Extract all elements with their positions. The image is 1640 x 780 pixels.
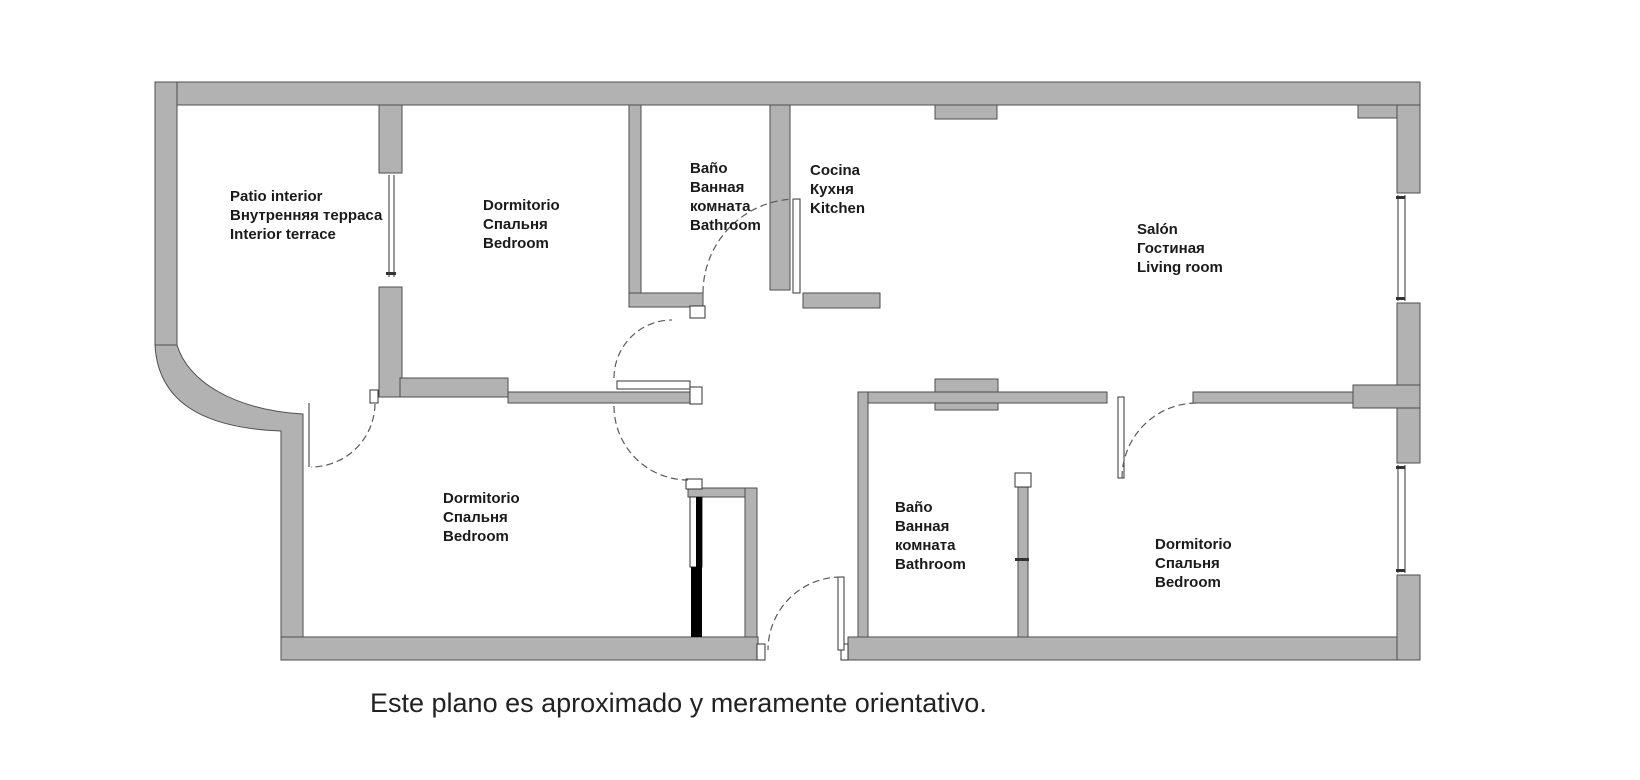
door-swing-arc — [613, 319, 673, 379]
disclaimer-caption: Este plano es aproximado y meramente ori… — [370, 688, 987, 718]
label-line: Bedroom — [483, 235, 549, 252]
wall-patio-divider-upper — [378, 104, 403, 174]
room-label-patio-interior: Patio interior Внутренняя терраса Interi… — [230, 188, 383, 243]
jamb-patio-door — [369, 389, 379, 404]
label-line: Кухня — [810, 181, 854, 198]
wall-bathroom-bottom-left — [857, 391, 869, 638]
wall-curved-corner — [154, 344, 304, 661]
wall-right-step — [1357, 104, 1398, 119]
label-line: Cocina — [810, 162, 861, 179]
jamb-bathroom-top — [689, 305, 706, 319]
closet-right — [744, 487, 758, 638]
label-line: Bedroom — [443, 528, 509, 545]
wall-caps — [369, 305, 1032, 661]
wall-bathroom-top-bottom — [628, 292, 704, 308]
wall-middle-tblock — [1352, 384, 1421, 409]
door-hall-upper — [613, 319, 673, 379]
label-line: Bathroom — [690, 217, 761, 234]
door-swing-arc — [310, 403, 376, 468]
label-line: Ванная — [690, 179, 744, 196]
window-living-room — [1396, 195, 1406, 301]
cap-closet — [685, 478, 703, 490]
wall-right-upper — [1396, 104, 1421, 194]
wall-patio-divider-lower — [378, 286, 403, 398]
door-swing-arc — [1121, 402, 1198, 479]
wall-kitchen-bottom — [802, 292, 881, 309]
label-line: Kitchen — [810, 200, 865, 217]
door-leaf — [837, 576, 845, 651]
door-swing-arc — [613, 405, 689, 481]
door-bathroom-top — [702, 198, 801, 294]
room-label-kitchen: Cocina Кухня Kitchen — [810, 162, 865, 217]
wall-hall-thick — [399, 377, 509, 398]
jamb-entrance-left — [756, 643, 766, 661]
label-line: Bedroom — [1155, 574, 1221, 591]
wall-bathroom-top-left — [628, 104, 642, 294]
label-line: комната — [690, 198, 751, 215]
label-line: Спальня — [443, 509, 508, 526]
wall-right-lower — [1396, 574, 1421, 661]
door-swing-arc — [767, 576, 842, 651]
interior-walls — [378, 104, 1421, 638]
wardrobe-doors — [689, 496, 703, 637]
door-leaf — [1117, 396, 1125, 479]
wall-left — [154, 81, 178, 346]
room-labels: Patio interior Внутренняя терраса Interi… — [230, 160, 1232, 591]
label-line: Baño — [895, 499, 933, 516]
label-line: Interior terrace — [230, 226, 336, 243]
wall-middle-right — [1192, 391, 1354, 404]
label-line: Bathroom — [895, 556, 966, 573]
room-label-bathroom-bottom: Baño Ванная комната Bathroom — [895, 499, 966, 573]
wall-top — [154, 81, 1421, 106]
windows — [386, 175, 1406, 573]
wall-right-middle — [1396, 302, 1421, 464]
wall-bathroom-bottom-partition — [1017, 472, 1029, 638]
wardrobe-door-dark-lower — [691, 567, 702, 637]
label-line: Dormitorio — [483, 197, 560, 214]
label-line: Patio interior — [230, 188, 323, 205]
label-line: Salón — [1137, 221, 1178, 238]
wardrobe-door-dark-upper — [696, 497, 702, 567]
room-label-bedroom-bottom-left: Dormitorio Спальня Bedroom — [443, 490, 520, 545]
label-line: Baño — [690, 160, 728, 177]
room-label-bedroom-bottom-right: Dormitorio Спальня Bedroom — [1155, 536, 1232, 591]
door-entrance — [767, 576, 845, 651]
wall-hall-thin — [507, 391, 703, 404]
cap-partition — [1014, 472, 1032, 488]
label-line: Гостиная — [1137, 240, 1205, 257]
wall-middle-left — [857, 391, 1108, 404]
room-label-bathroom-top: Baño Ванная комната Bathroom — [690, 160, 761, 234]
label-line: Ванная — [895, 518, 949, 535]
window-patio — [386, 175, 396, 277]
label-line: Спальня — [1155, 555, 1220, 572]
label-line: Dormitorio — [1155, 536, 1232, 553]
label-line: Dormitorio — [443, 490, 520, 507]
wall-kitchen-divider — [769, 104, 791, 291]
door-bedroom-right — [1117, 396, 1198, 479]
label-line: Внутренняя терраса — [230, 207, 383, 224]
label-line: комната — [895, 537, 956, 554]
doors — [308, 198, 1198, 651]
outer-walls — [154, 81, 1421, 661]
room-label-bedroom-top: Dormitorio Спальня Bedroom — [483, 197, 560, 252]
door-patio — [308, 403, 376, 468]
door-hall-lower — [613, 405, 689, 481]
pillar-top-wall — [934, 104, 998, 120]
door-leaf — [792, 198, 801, 294]
partition-tick — [1015, 558, 1029, 561]
cap-hall-stub — [689, 386, 703, 405]
room-label-living-room: Salón Гостиная Living room — [1137, 221, 1223, 276]
wall-bottom-right — [847, 636, 1421, 661]
door-swing-arc — [702, 198, 798, 294]
label-line: Living room — [1137, 259, 1223, 276]
slider-bedroom-top — [616, 380, 691, 390]
window-bedroom-right — [1396, 465, 1406, 573]
wall-bottom-left — [280, 636, 759, 661]
label-line: Спальня — [483, 216, 548, 233]
